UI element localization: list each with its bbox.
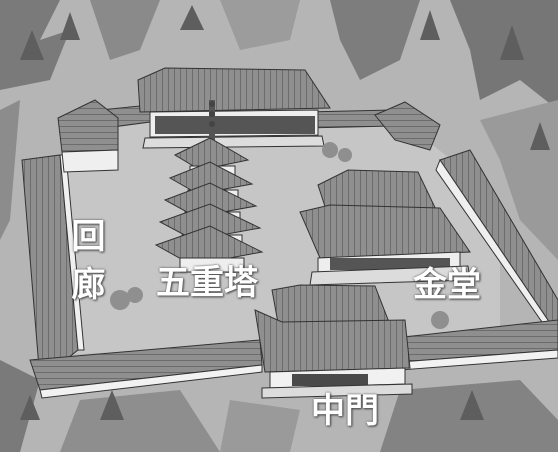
label-main-hall: 金堂: [413, 265, 481, 305]
lecture-hall: [137, 67, 331, 149]
corridor-roof: [21, 99, 558, 399]
main-hall: [299, 169, 471, 286]
middle-gate: [254, 284, 413, 399]
label-pagoda: 五重塔: [156, 263, 258, 303]
pagoda: [154, 100, 264, 273]
label-middle-gate: 中門: [311, 391, 379, 431]
label-corridor: 回廊: [65, 218, 105, 314]
courtyard-trees: [110, 142, 449, 329]
